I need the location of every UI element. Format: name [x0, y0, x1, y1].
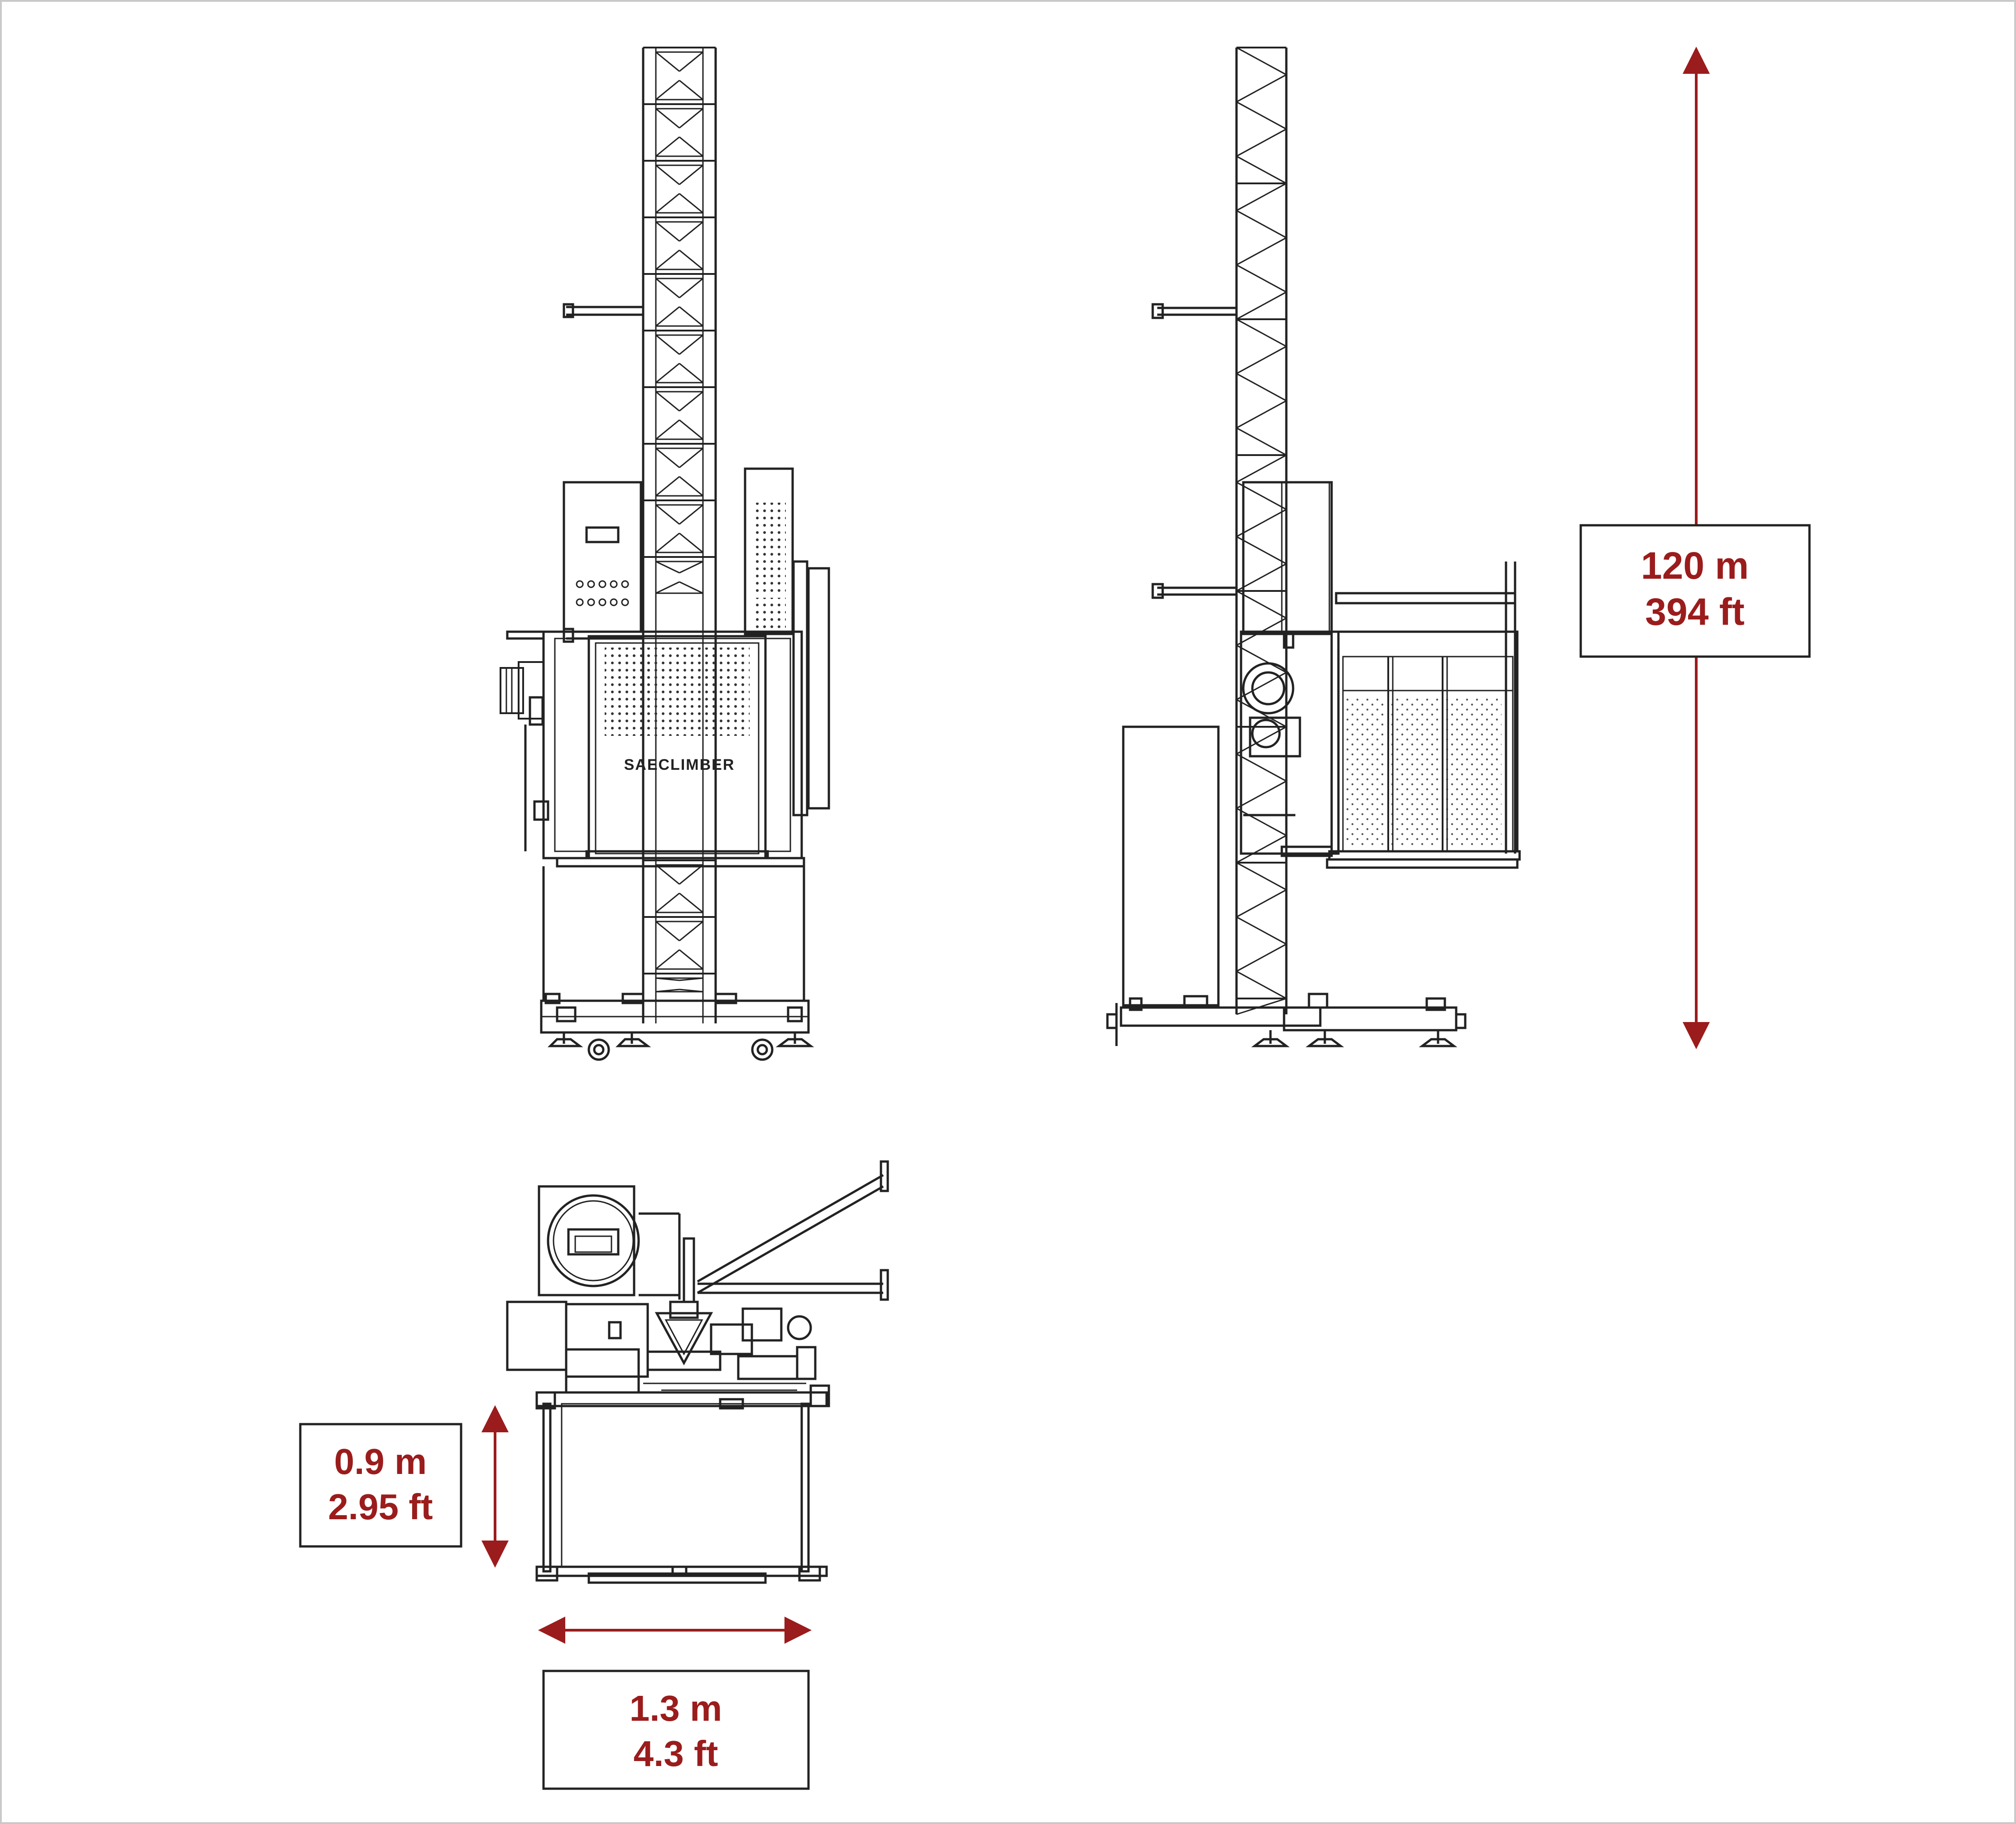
depth-imperial-label: 2.95 ft	[328, 1487, 433, 1527]
depth-metric-label: 0.9 m	[334, 1441, 427, 1482]
width-label-box	[542, 1670, 810, 1790]
width-imperial-label: 4.3 ft	[634, 1733, 718, 1774]
height-label-box	[1579, 524, 1811, 658]
brand-logo: SAECLIMBER	[624, 756, 735, 773]
depth-label-box	[299, 1423, 462, 1548]
height-imperial-label: 394 ft	[1645, 590, 1744, 633]
side-elevation-view	[1106, 47, 1521, 1047]
width-metric-label: 1.3 m	[630, 1688, 722, 1728]
front-elevation-view: SAECLIMBER	[500, 47, 830, 1061]
height-dimension: 120 m 394 ft	[1579, 47, 1811, 1049]
height-metric-label: 120 m	[1641, 544, 1749, 587]
plan-view	[506, 1160, 889, 1584]
width-dimension: 1.3 m 4.3 ft	[538, 1617, 812, 1790]
depth-dimension: 0.9 m 2.95 ft	[299, 1405, 509, 1568]
